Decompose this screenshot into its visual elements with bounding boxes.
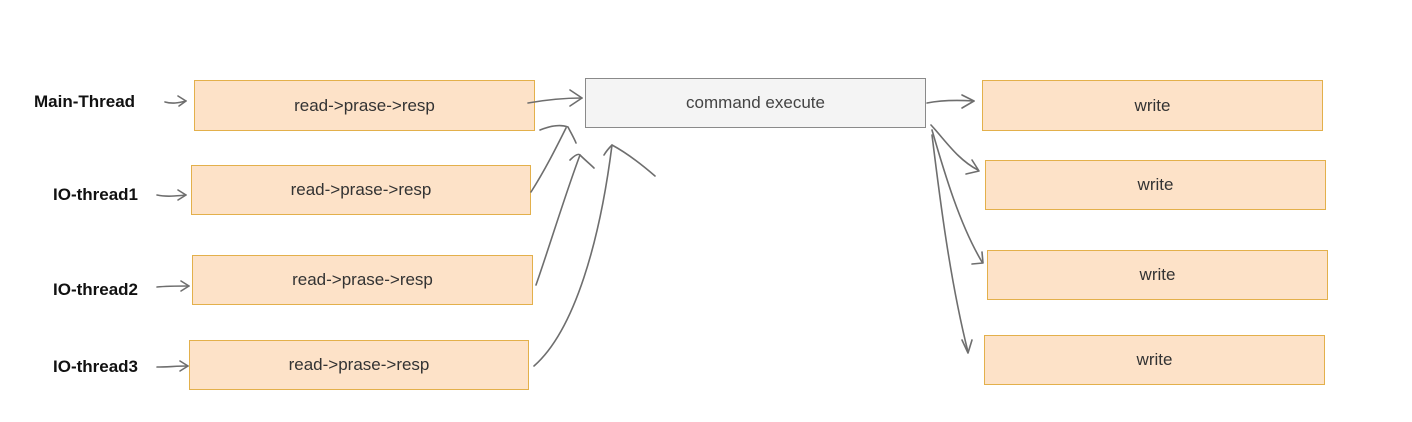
write-box-3: write	[987, 250, 1328, 300]
write-box-4: write	[984, 335, 1325, 385]
stage-box-io3: read->prase->resp	[189, 340, 529, 390]
thread-label-io1: IO-thread1	[53, 185, 139, 204]
arrow-execute-to-write-3	[931, 129, 984, 265]
write-box-1-label: write	[1134, 95, 1171, 115]
arrow-execute-to-write-1	[926, 94, 975, 109]
arrow-main-stage-to-execute	[527, 89, 583, 107]
write-box-1: write	[982, 80, 1323, 131]
stage-box-io2: read->prase->resp	[192, 255, 533, 305]
arrow-main-label-to-stage	[164, 95, 187, 107]
write-box-2: write	[985, 160, 1326, 210]
arrow-io1-stage-to-execute	[530, 124, 577, 193]
stage-box-io2-label: read->prase->resp	[292, 270, 433, 289]
arrow-io3-label-to-stage	[156, 360, 189, 372]
arrow-execute-to-write-2	[930, 124, 980, 175]
command-execute-box: command execute	[585, 78, 926, 128]
write-box-2-label: write	[1137, 175, 1174, 194]
thread-label-main: Main-Thread	[34, 92, 136, 111]
arrow-execute-to-write-4	[931, 134, 973, 354]
command-execute-label: command execute	[686, 93, 825, 112]
arrow-io2-label-to-stage	[156, 280, 190, 292]
stage-box-io1-label: read->prase->resp	[290, 180, 432, 199]
stage-box-io3-label: read->prase->resp	[288, 355, 430, 374]
arrow-io2-stage-to-execute	[535, 153, 595, 286]
stage-box-main-label: read->prase->resp	[294, 95, 435, 115]
arrow-io1-label-to-stage	[156, 189, 187, 201]
stage-box-io1: read->prase->resp	[191, 165, 531, 215]
write-box-3-label: write	[1139, 265, 1176, 284]
write-box-4-label: write	[1136, 350, 1173, 369]
stage-box-main: read->prase->resp	[194, 80, 535, 131]
thread-label-io3: IO-thread3	[53, 357, 139, 376]
thread-label-io2: IO-thread2	[53, 280, 139, 299]
arrow-io3-stage-to-execute	[533, 144, 656, 367]
